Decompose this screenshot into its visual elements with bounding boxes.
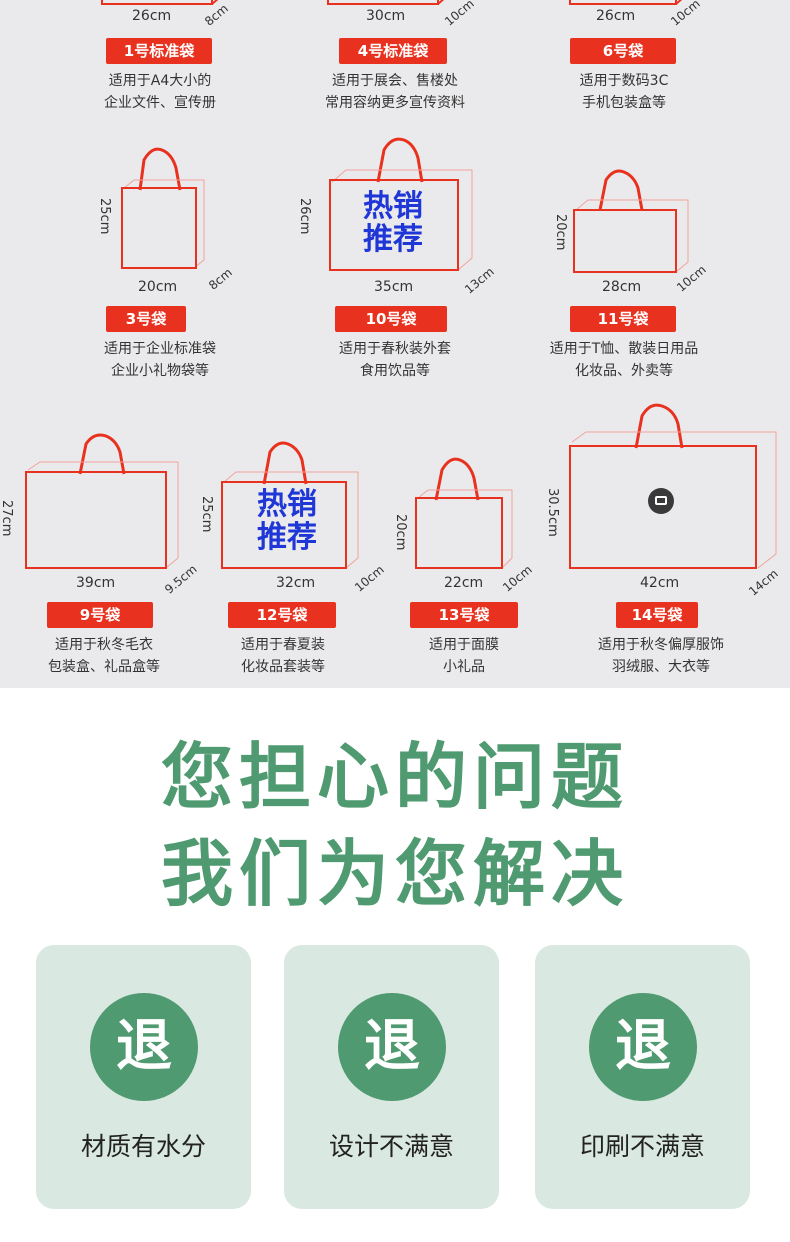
size-tag: 14号袋 [616,602,698,628]
hot-sale-label: 热销推荐 [363,189,423,257]
return-card: 退 材质有水分 [36,945,251,1209]
dim-height: 27cm [0,500,14,537]
usage-desc: 适用于春秋装外套食用饮品等 [339,341,451,379]
dim-width: 26cm [596,8,636,24]
bag-illustration [121,147,205,269]
return-icon: 退 [589,993,697,1101]
dim-width: 28cm [602,279,642,295]
size-tag: 11号袋 [570,306,676,332]
size-tag: 9号袋 [47,602,153,628]
bag-illustration [573,169,689,273]
dim-height: 25cm [199,496,214,533]
bag-illustration [221,441,359,569]
usage-desc: 适用于秋冬偏厚服饰羽绒服、大衣等 [598,637,724,675]
section-heading-line2: 我们为您解决 [160,832,629,916]
dim-width: 26cm [132,8,172,24]
return-card: 退 设计不满意 [284,945,499,1209]
return-reason-label: 设计不满意 [328,1132,454,1161]
size-tag: 10号袋 [335,306,447,332]
usage-desc: 适用于A4大小的企业文件、宣传册 [104,73,216,111]
size-tag: 1号标准袋 [106,38,212,64]
dim-width: 32cm [276,575,316,591]
dim-height: 30.5cm [545,488,560,537]
section-heading-line1: 您担心的问题 [160,735,629,819]
usage-desc: 适用于T恤、散装日用品化妆品、外卖等 [549,341,699,379]
bag-illustration [415,457,513,569]
usage-desc: 适用于春夏装化妆品套装等 [241,637,325,675]
return-reason-label: 印刷不满意 [579,1132,705,1161]
return-reason-label: 材质有水分 [80,1132,206,1161]
dim-width: 35cm [374,279,414,295]
usage-desc: 适用于企业标准袋企业小礼物袋等 [104,341,216,379]
dim-width: 20cm [138,279,178,295]
size-tag: 13号袋 [410,602,518,628]
return-icon: 退 [338,993,446,1101]
dim-height: 25cm [97,198,112,235]
usage-desc: 适用于展会、售楼处常用容纳更多宣传资料 [325,73,465,111]
dim-height: 20cm [553,214,568,251]
bag-size-panel: 26cm 8cm 1号标准袋 适用于A4大小的企业文件、宣传册 30cm 10c… [0,0,790,688]
hot-sale-label: 热销推荐 [257,487,317,555]
size-tag: 12号袋 [228,602,336,628]
dim-width: 30cm [366,8,406,24]
bag-illustration [101,0,219,5]
size-tag: 4号标准袋 [339,38,447,64]
return-card: 退 印刷不满意 [535,945,750,1209]
camera-icon[interactable] [648,488,674,514]
bag-illustration [25,433,179,569]
usage-desc: 适用于秋冬毛衣包装盒、礼品盒等 [48,637,160,675]
return-icon: 退 [90,993,198,1101]
usage-desc: 适用于面膜小礼品 [429,637,499,675]
dim-width: 22cm [444,575,484,591]
dim-height: 20cm [393,514,408,551]
dim-width: 39cm [76,575,116,591]
bag-illustration [569,403,777,569]
dim-height: 26cm [297,198,312,235]
size-tag: 3号袋 [106,306,186,332]
size-tag: 6号袋 [570,38,676,64]
dim-width: 42cm [640,575,680,591]
bag-illustration [329,137,473,271]
bag-illustration [569,0,683,5]
bag-illustration [327,0,445,5]
